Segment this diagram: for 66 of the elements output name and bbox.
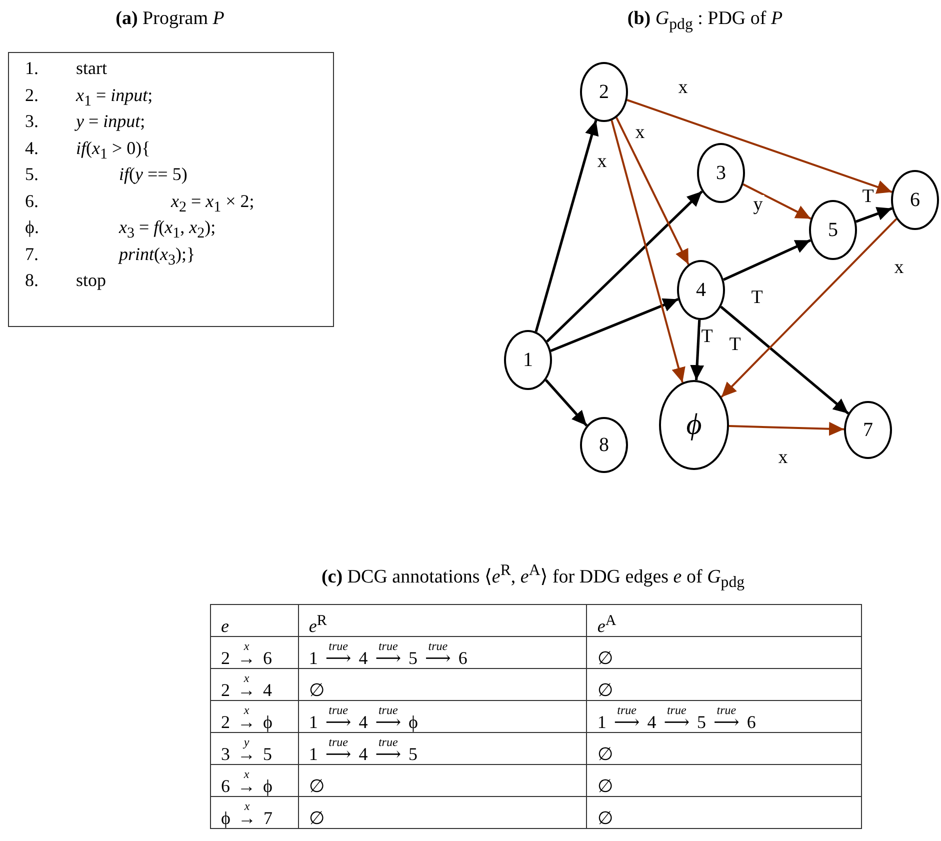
line-number: 3. <box>25 110 38 132</box>
circle-node: ϕ <box>659 380 729 470</box>
arrow <box>742 183 812 220</box>
edge-label: y <box>752 195 764 215</box>
arrow <box>720 306 850 414</box>
table-cell: ϕ $^{x}$→ 7 <box>210 796 298 828</box>
line-number: 7. <box>25 242 38 264</box>
line-number: ϕ. <box>25 216 39 238</box>
table-cell: ∅ <box>586 796 862 828</box>
arrow <box>616 117 690 265</box>
circle-node: 7 <box>844 401 892 459</box>
circle-node: 4 <box>677 260 725 320</box>
code-line: y = input; <box>76 110 146 132</box>
code-line: if(y == 5) <box>119 163 188 185</box>
table-cell: 2 $^{x}$→ 4 <box>210 668 298 700</box>
line-number: 8. <box>25 269 38 291</box>
circle-node: 2 <box>580 62 628 122</box>
table-cell: 3 $^{y}$→ 5 <box>210 732 298 764</box>
arrow <box>546 190 703 343</box>
panel-heading: (b) G$_{pdg}$ : PDG of P <box>627 8 783 34</box>
table-cell: 1 $^{true}$⟶ 4 $^{true}$⟶ 5 <box>298 732 587 764</box>
arrow <box>720 218 898 398</box>
circle-node: 5 <box>809 200 857 260</box>
line-number: 5. <box>25 163 38 185</box>
arrow <box>550 298 679 352</box>
circle-node: 8 <box>580 417 628 473</box>
arrow <box>690 320 704 380</box>
arrow <box>534 120 599 332</box>
arrow <box>626 99 892 194</box>
line-number: 2. <box>25 84 38 106</box>
circle-node: 1 <box>504 330 552 390</box>
line-number: 1. <box>25 57 38 79</box>
circle-node: 6 <box>891 170 939 230</box>
table-cell: 6 $^{x}$→ ϕ <box>210 764 298 796</box>
table-cell: e$^{R}$ <box>298 604 587 636</box>
table-cell: 2 $^{x}$→ 6 <box>210 636 298 668</box>
table-cell: e <box>210 604 298 636</box>
line-number: 4. <box>25 136 38 158</box>
table-cell: e$^{A}$ <box>586 604 862 636</box>
arrow <box>728 422 844 436</box>
table-cell: ∅ <box>586 764 862 796</box>
line-number: 6. <box>25 190 38 212</box>
table-cell: ∅ <box>586 636 862 668</box>
arrow <box>723 239 811 281</box>
code-line: start <box>76 57 107 79</box>
code-line: if(x$_{1}$ > 0){ <box>76 136 150 164</box>
table-cell: 2 $^{x}$→ ϕ <box>210 700 298 732</box>
arrow <box>856 207 892 223</box>
code-line: x$_{2}$ = x$_{1}$ × 2; <box>171 190 254 218</box>
table-cell: ∅ <box>586 668 862 700</box>
arrow <box>544 379 588 426</box>
code-line: print(x$_{3}$);} <box>119 242 196 270</box>
code-line: x$_{3}$ = f(x$_{1}$, x$_{2}$); <box>119 216 216 244</box>
circle-node: 3 <box>697 143 745 203</box>
panel-heading: (a) Program P <box>116 8 224 30</box>
arrow <box>610 120 686 383</box>
table-cell: ∅ <box>298 764 587 796</box>
table-cell: 1 $^{true}$⟶ 4 $^{true}$⟶ 5 $^{true}$⟶ 6 <box>586 700 862 732</box>
code-line: stop <box>76 269 106 291</box>
table-cell: ∅ <box>298 668 587 700</box>
panel-heading: (c) DCG annotations ⟨e$^{R}$, e$^{A}$⟩ for DDG edges e of G$_{pdg}$ <box>321 562 745 592</box>
code-line: x$_{1}$ = input; <box>76 84 153 112</box>
table-cell: 1 $^{true}$⟶ 4 $^{true}$⟶ 5 $^{true}$⟶ 6 <box>298 636 587 668</box>
table-cell: 1 $^{true}$⟶ 4 $^{true}$⟶ ϕ <box>298 700 587 732</box>
table-cell: ∅ <box>298 796 587 828</box>
table-cell: ∅ <box>586 732 862 764</box>
